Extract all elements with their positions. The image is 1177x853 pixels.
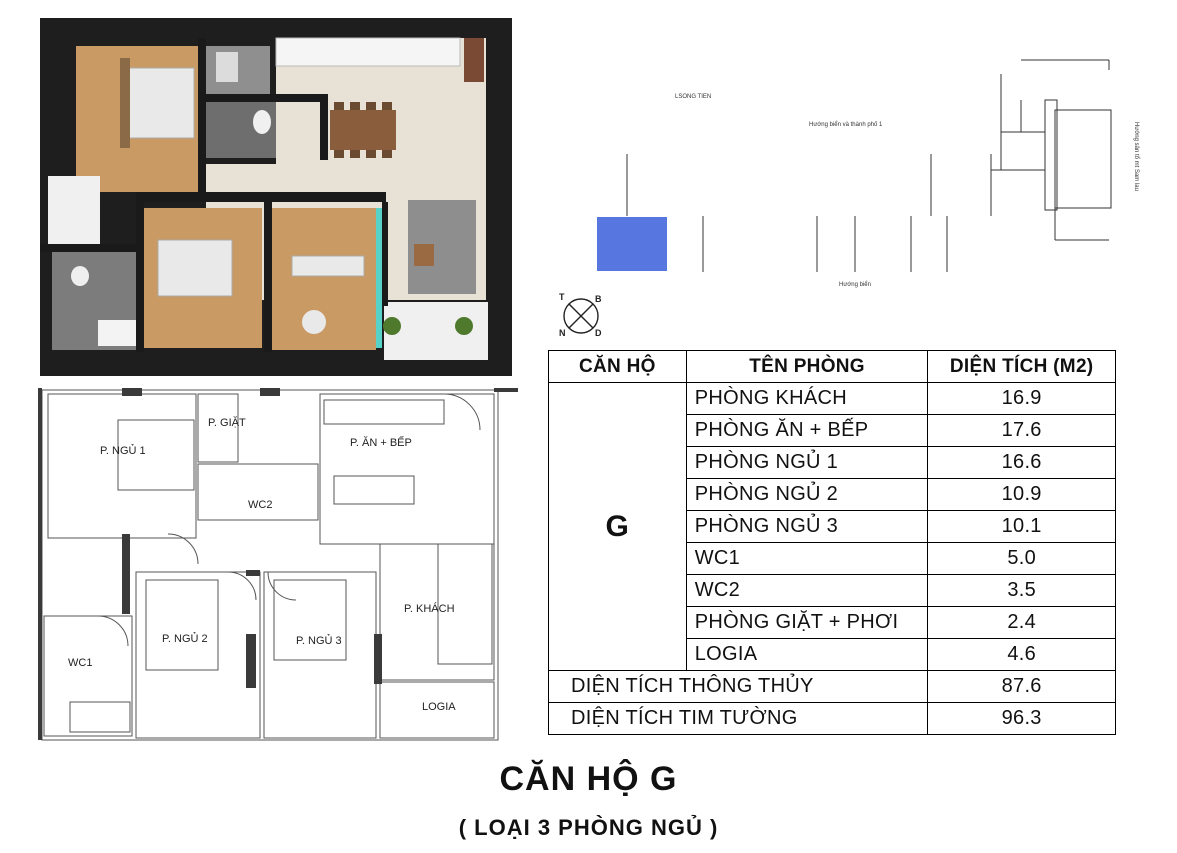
page-title: CĂN HỘ G (499, 760, 678, 798)
plan-label-ngu3: P. NGỦ 3 (296, 634, 342, 647)
keyplan-label-top: LSONG TIEN (675, 94, 712, 100)
room-name: PHÒNG NGỦ 2 (685, 478, 929, 511)
room-name: LOGIA (685, 638, 929, 671)
plan-label-an-bep: P. ĂN + BẾP (350, 436, 412, 449)
compass-b: B (595, 294, 602, 304)
room-area: 16.6 (927, 446, 1116, 479)
plan-label-ngu2: P. NGỦ 2 (162, 632, 208, 645)
area-table: CĂN HỘ TÊN PHÒNG DIỆN TÍCH (M2) G PHÒNG … (547, 350, 1116, 735)
room-area: 4.6 (927, 638, 1116, 671)
room-name: WC1 (685, 542, 929, 575)
room-name: PHÒNG GIẶT + PHƠI (685, 606, 929, 639)
table-total-row: DIỆN TÍCH THÔNG THỦY 87.6 (547, 670, 1116, 703)
plan-label-giat: P. GIẶT (208, 416, 246, 429)
table-total-row: DIỆN TÍCH TIM TƯỜNG 96.3 (547, 702, 1116, 735)
room-name: PHÒNG NGỦ 1 (685, 446, 929, 479)
keyplan-label-mid: Hướng biển và thành phố 1 (809, 122, 883, 128)
plan-label-khach: P. KHÁCH (404, 602, 455, 615)
header-room: TÊN PHÒNG (685, 350, 929, 383)
table-row: PHÒNG NGỦ 3 10.1 (549, 510, 1116, 543)
room-name: WC2 (685, 574, 929, 607)
compass-n: N (559, 328, 566, 338)
header-unit: CĂN HỘ (548, 350, 687, 383)
table-row: LOGIA 4.6 (549, 638, 1116, 671)
plan-label-wc1: WC1 (68, 657, 92, 669)
keyplan-label-right: Hướng sân tổ mt Sam lau (1133, 122, 1139, 191)
room-area: 3.5 (927, 574, 1116, 607)
room-area: 5.0 (927, 542, 1116, 575)
table-row: WC2 3.5 (549, 574, 1116, 607)
floorplan-3d-render (40, 18, 512, 376)
page-subtitle: ( LOẠI 3 PHÒNG NGỦ ) (458, 815, 719, 840)
total-label: DIỆN TÍCH TIM TƯỜNG (547, 702, 929, 735)
room-name: PHÒNG NGỦ 3 (685, 510, 929, 543)
room-area: 2.4 (927, 606, 1116, 639)
total-area: 87.6 (927, 670, 1116, 703)
table-row: PHÒNG NGỦ 2 10.9 (549, 478, 1116, 511)
table-row: PHÒNG NGỦ 1 16.6 (549, 446, 1116, 479)
plan-label-ngu1: P. NGỦ 1 (100, 444, 146, 457)
plan-label-wc2: WC2 (248, 499, 272, 511)
table-row: G PHÒNG KHÁCH 16.9 (548, 382, 1116, 671)
compass-t: T (559, 292, 565, 302)
keyplan-label-bottom: Hướng biển (839, 282, 871, 288)
site-key-plan: LSONG TIEN Hướng biển và thành phố 1 Hướ… (555, 40, 1155, 300)
room-name: PHÒNG KHÁCH (685, 382, 929, 415)
floorplan-2d: P. NGỦ 1 P. GIẶT P. ĂN + BẾP WC2 P. NGỦ … (38, 384, 518, 744)
compass-d: D (595, 328, 602, 338)
room-area: 10.9 (927, 478, 1116, 511)
table-row: PHÒNG ĂN + BẾP 17.6 (549, 414, 1116, 447)
total-area: 96.3 (927, 702, 1116, 735)
room-area: 16.9 (927, 382, 1116, 415)
compass-rose: T B N D (557, 292, 605, 340)
header-area: DIỆN TÍCH (M2) (927, 350, 1116, 383)
room-area: 17.6 (927, 414, 1116, 447)
unit-cell: G (548, 382, 687, 671)
plan-label-logia: LOGIA (422, 701, 456, 713)
total-label: DIỆN TÍCH THÔNG THỦY (547, 670, 929, 703)
room-area: 10.1 (927, 510, 1116, 543)
table-header-row: CĂN HỘ TÊN PHÒNG DIỆN TÍCH (M2) (548, 350, 1116, 383)
unit-highlight (597, 217, 667, 271)
table-row: WC1 5.0 (549, 542, 1116, 575)
room-name: PHÒNG ĂN + BẾP (685, 414, 929, 447)
